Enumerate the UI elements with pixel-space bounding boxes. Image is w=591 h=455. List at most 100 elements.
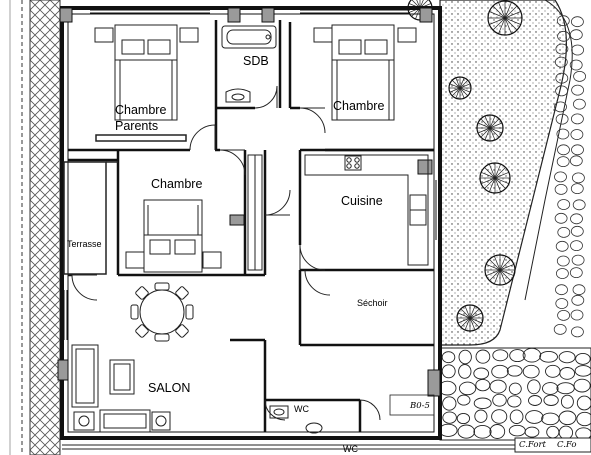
cobblestone [539, 350, 558, 363]
cobblestone [458, 364, 472, 379]
cobblestone [574, 365, 591, 377]
cobblestone [473, 367, 490, 380]
bed-center [125, 199, 222, 273]
cobblestone [509, 409, 524, 424]
room-label-chambre-parents-line1: Chambre [115, 103, 167, 117]
bed-right [313, 24, 417, 121]
cobblestone [554, 212, 568, 224]
cobblestone [542, 382, 559, 395]
tree-symbol [487, 0, 523, 36]
cobblestone [543, 394, 559, 406]
cobblestone [554, 183, 568, 195]
tree-symbol [476, 114, 504, 142]
cobblestone [509, 349, 526, 363]
cobblestone [528, 395, 542, 406]
cobblestone [557, 199, 571, 210]
garden-area [439, 0, 591, 441]
room-label-terrasse: Terrasse [67, 239, 102, 249]
cobblestone [572, 199, 586, 211]
room-label-wc-lower: WC [343, 444, 358, 454]
cobblestone [569, 155, 583, 167]
cobblestone [522, 364, 540, 379]
tree-symbol [484, 254, 516, 286]
cobblestone [570, 225, 584, 237]
cobblestone [557, 30, 570, 42]
cobblestone [571, 44, 584, 56]
cobblestone [571, 113, 584, 125]
cobblestone [570, 213, 583, 225]
cobblestone [569, 29, 583, 41]
cobblestone [489, 424, 506, 439]
cobblestone [492, 349, 509, 362]
room-label-chambre-parents-line2: Parents [115, 119, 159, 133]
cobblestone [441, 351, 456, 364]
room-label-chambre-right: Chambre [333, 99, 385, 113]
cobblestone [556, 156, 570, 168]
room-label-cuisine: Cuisine [341, 194, 383, 208]
cobblestone [571, 84, 584, 96]
cobblestone [573, 98, 586, 110]
cobblestone [522, 347, 542, 363]
cobblestone [457, 424, 476, 439]
cobblestone [508, 382, 522, 395]
cobblestone [573, 378, 591, 393]
terrasse-box [63, 161, 118, 275]
cobblestone [554, 56, 568, 68]
cobblestone [573, 71, 586, 82]
room-label-sdb: SDB [243, 54, 269, 68]
cobblestone [555, 284, 568, 296]
cobblestone [507, 395, 522, 408]
cobblestone [571, 254, 585, 266]
cobblestone [555, 85, 568, 97]
cobblestone [569, 267, 583, 279]
cobblestone [571, 294, 585, 306]
cobblestone [571, 144, 584, 156]
cobblestone [491, 409, 508, 424]
cobblestone [556, 15, 570, 27]
cobblestone [506, 365, 523, 377]
cfort-label-2: C.Fo [557, 440, 577, 450]
cobblestone [525, 410, 544, 424]
tree-symbol [448, 76, 472, 100]
cobblestone [571, 326, 584, 338]
kitchen-counter [304, 154, 429, 266]
cobblestone [571, 16, 584, 28]
cobblestone [570, 129, 584, 140]
cobblestone [442, 396, 457, 411]
stair-tag: B0-5 [410, 401, 430, 411]
cobblestone [555, 298, 569, 309]
cobblestone [555, 72, 569, 84]
cobblestone [473, 397, 492, 410]
cobblestone [558, 410, 577, 426]
cobblestone [558, 351, 576, 364]
tree-symbol [456, 304, 484, 332]
cobblestone [441, 364, 456, 379]
cobblestone [576, 411, 591, 427]
cobblestone [475, 349, 491, 364]
bed-parents [94, 24, 199, 142]
wardrobe [247, 154, 263, 271]
cobblestone [557, 144, 570, 156]
cobblestone [554, 101, 567, 113]
cobblestone [458, 381, 477, 396]
cobblestone [559, 367, 576, 380]
cobblestone [570, 240, 583, 252]
cobblestone [572, 172, 585, 184]
cobblestone [456, 412, 471, 425]
cobblestone [556, 255, 570, 267]
room-label-salon: SALON [148, 381, 191, 395]
room-label-sechoir: Séchoir [357, 298, 388, 308]
cobblestone [556, 268, 569, 279]
left-hatched-wall [29, 0, 61, 455]
cobblestone [555, 240, 569, 252]
cobblestone [527, 379, 541, 395]
wall-fills [57, 7, 441, 397]
cobblestone [458, 349, 472, 365]
cobblestone [442, 411, 457, 424]
bathroom-fixtures [221, 25, 277, 103]
cobblestone [575, 352, 591, 365]
windows [63, 9, 440, 340]
cobblestone [524, 426, 540, 438]
cobblestone [553, 323, 567, 335]
